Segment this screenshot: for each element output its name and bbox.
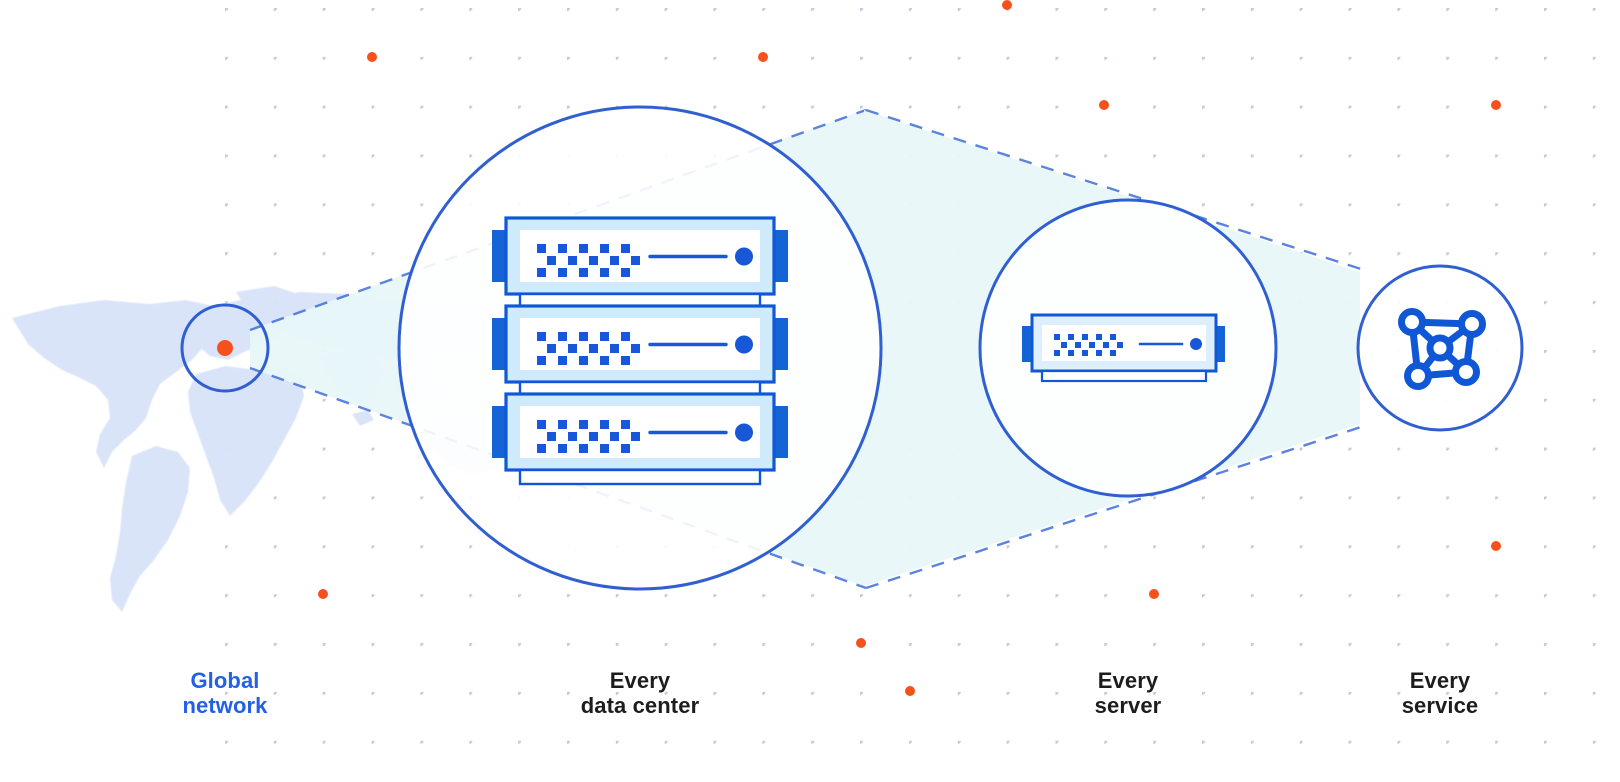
stage-label-global-network: Global network: [182, 668, 268, 718]
stage-circle-global-network: [180, 303, 270, 393]
vent-grid: [1054, 334, 1123, 356]
single-server-icon: [1022, 313, 1225, 383]
status-led: [1190, 338, 1202, 350]
stage-label-data-center: Every data center: [580, 668, 700, 718]
service-network-icon: [1398, 308, 1486, 390]
status-led: [735, 423, 753, 442]
service-node: [1398, 308, 1426, 336]
global-network-marker-dot: [217, 340, 233, 356]
stage-label-service: Every service: [1401, 668, 1479, 718]
vent-grid: [537, 420, 640, 453]
service-node: [1452, 358, 1480, 386]
server-rack-icon: [492, 216, 788, 486]
rack-base: [518, 468, 762, 486]
status-led: [735, 247, 753, 266]
service-node: [1458, 310, 1486, 338]
accent-dots: [318, 0, 1501, 696]
vent-grid: [537, 332, 640, 365]
status-led: [735, 335, 753, 354]
server-unit: [492, 304, 788, 384]
service-node: [1404, 362, 1432, 390]
stage-label-server: Every server: [1094, 668, 1162, 718]
vent-grid: [537, 244, 640, 277]
service-node-center: [1426, 334, 1454, 362]
server-unit: [492, 392, 788, 472]
server-unit: [492, 216, 788, 296]
server-base: [1040, 369, 1208, 383]
